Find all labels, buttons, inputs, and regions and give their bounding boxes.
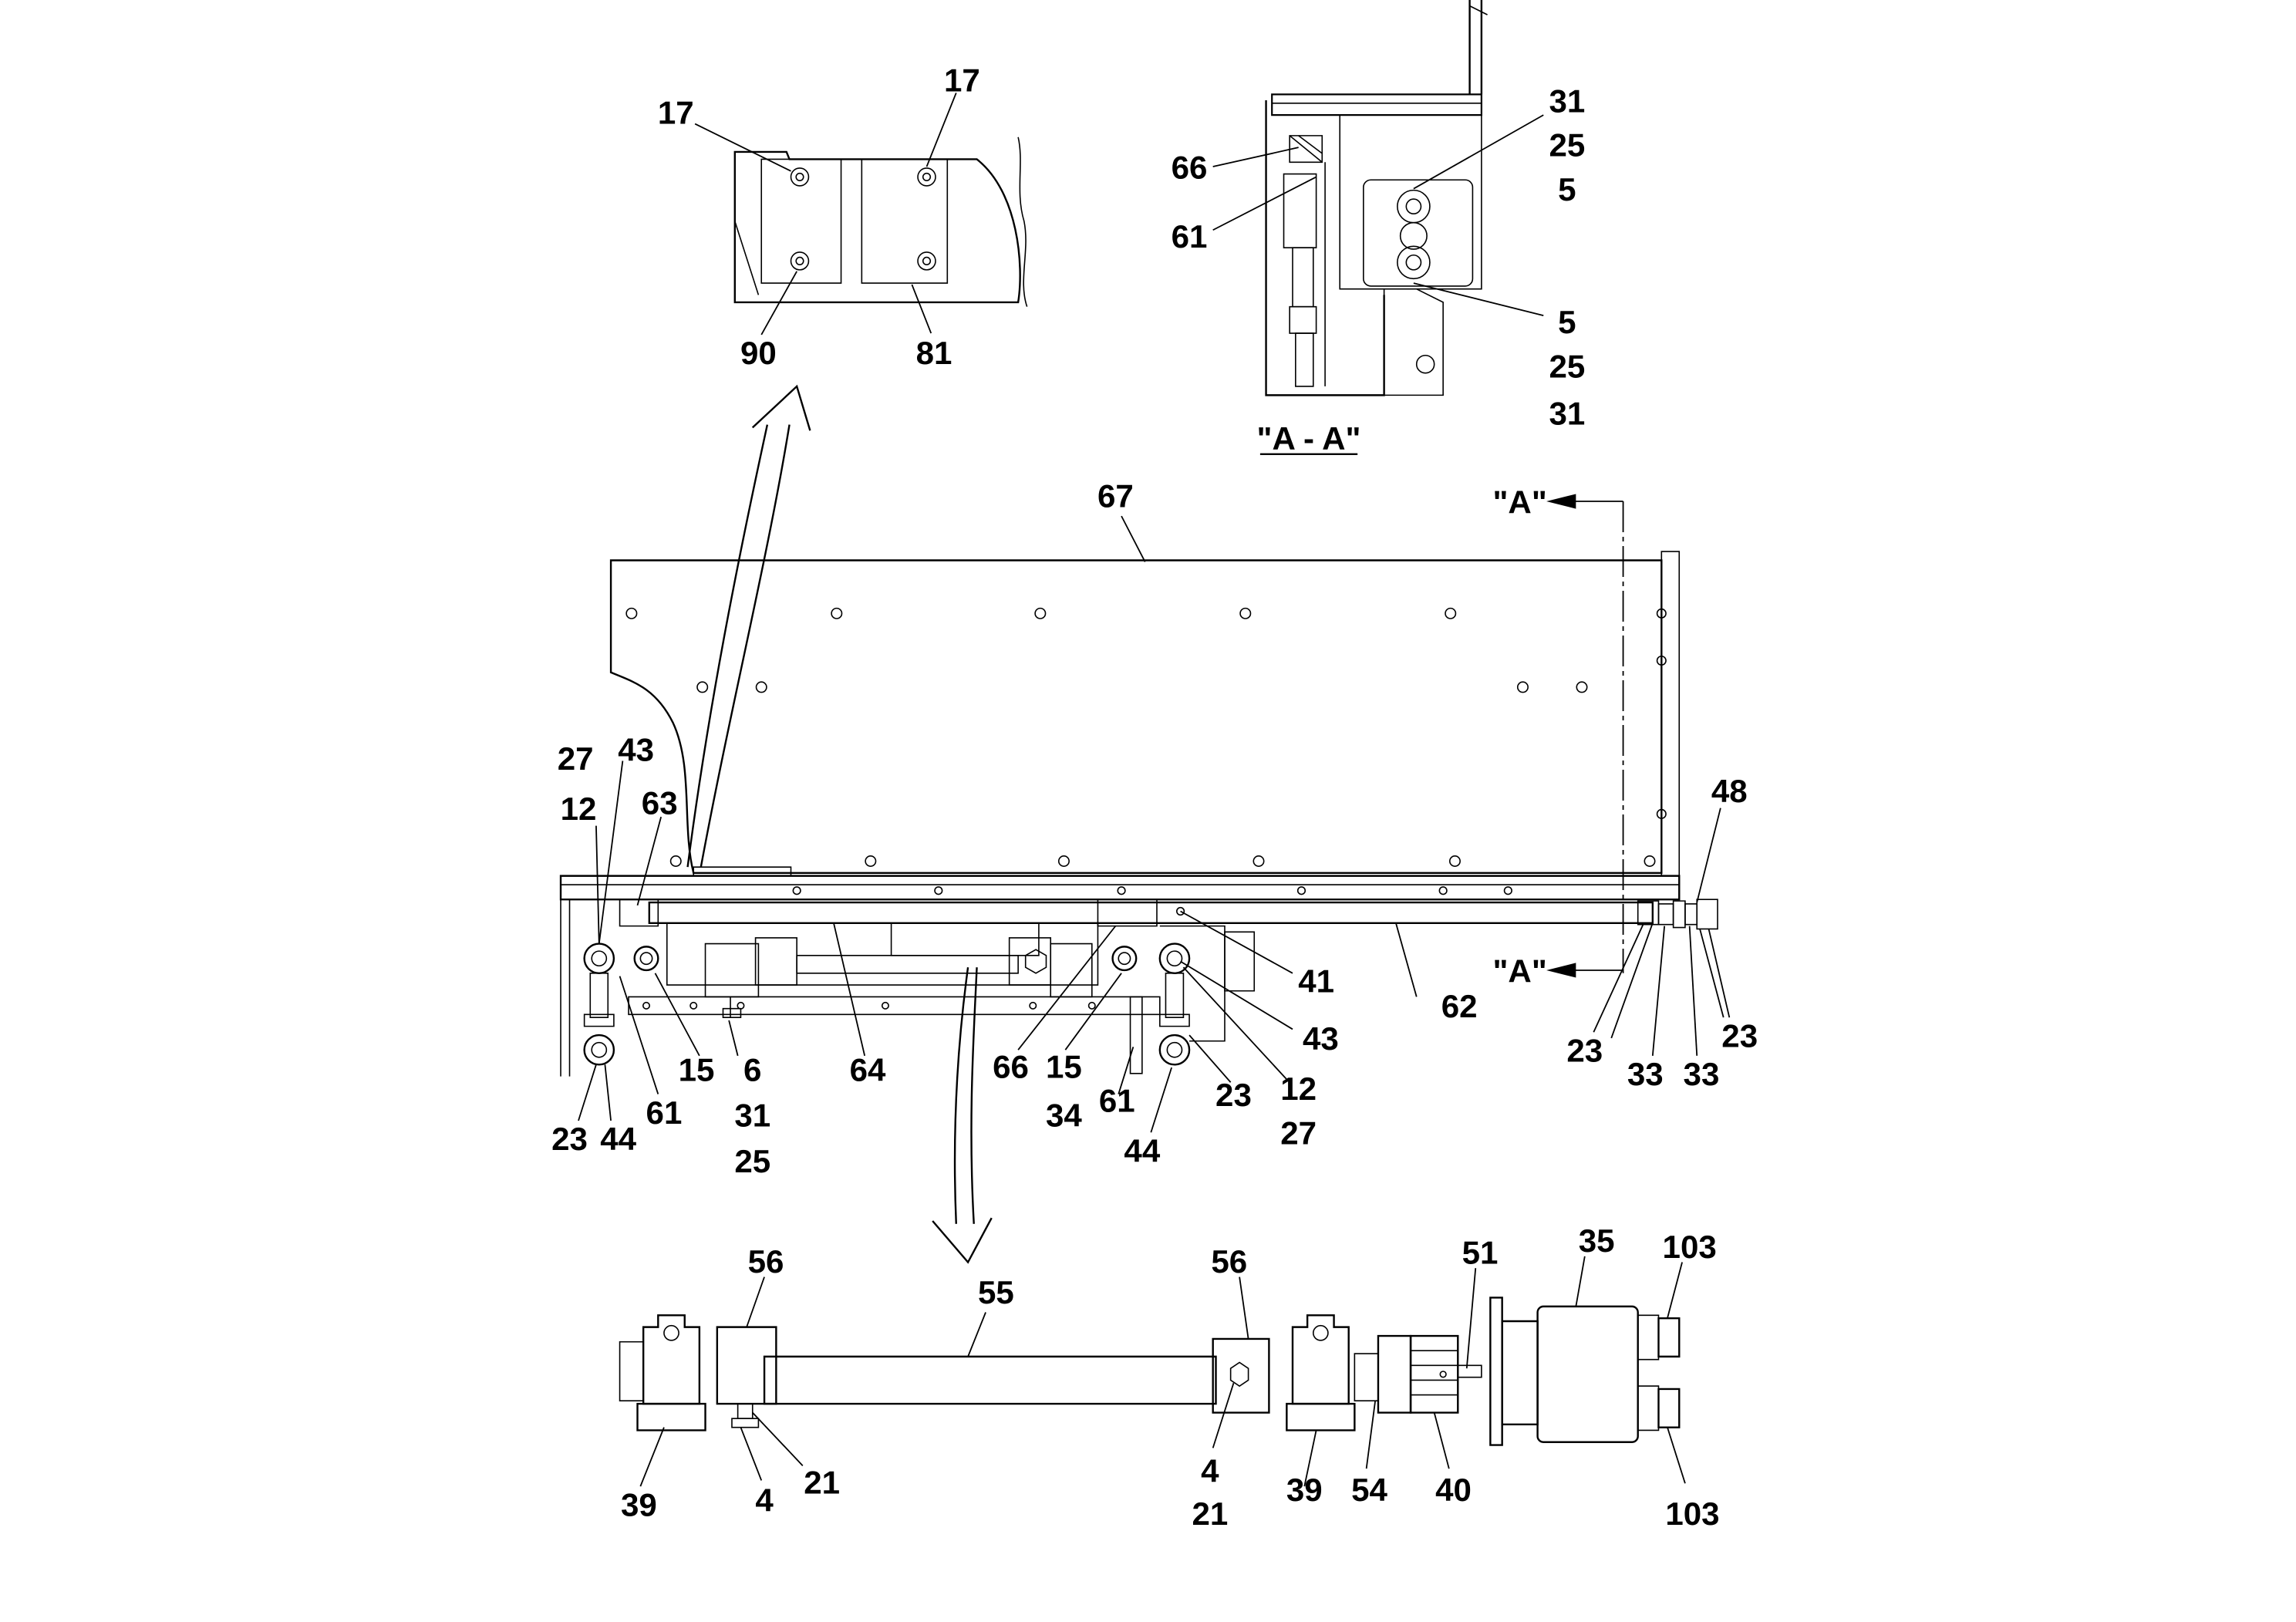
callout-main-assembly-22: 64 — [850, 1051, 886, 1088]
callout-section-view-5: 5 — [1558, 304, 1576, 340]
detail-bracket-view — [695, 93, 1027, 335]
callout-main-assembly-18: 15 — [679, 1051, 715, 1088]
callout-detail-top-0: 17 — [658, 95, 694, 131]
shaft-pointer-arrow-down — [932, 967, 992, 1262]
callout-shaft-assembly-6: 39 — [621, 1486, 657, 1523]
callout-main-assembly-15: 23 — [551, 1121, 588, 1157]
callout-main-assembly-17: 61 — [646, 1094, 683, 1131]
callout-shaft-assembly-4: 35 — [1579, 1222, 1615, 1259]
callout-main-assembly-0: 67 — [1097, 478, 1134, 514]
callout-section-view-3: 25 — [1549, 127, 1585, 164]
callout-main-assembly-6: 41 — [1298, 963, 1334, 1000]
callout-shaft-assembly-2: 56 — [1211, 1243, 1247, 1280]
callout-main-assembly-5: 48 — [1711, 773, 1748, 809]
section-title: "A - A" — [1257, 420, 1361, 457]
callout-shaft-assembly-3: 51 — [1462, 1234, 1499, 1270]
callout-main-assembly-4: 63 — [642, 784, 678, 821]
section-arrow-label-top: "A" — [1492, 484, 1546, 520]
callout-main-assembly-3: 12 — [561, 791, 597, 827]
callout-shaft-assembly-5: 103 — [1663, 1229, 1717, 1265]
callout-main-assembly-23: 66 — [993, 1049, 1029, 1085]
callout-main-assembly-21: 25 — [734, 1143, 770, 1179]
section-view-a-a — [1213, 0, 1544, 454]
callout-shaft-assembly-10: 21 — [1192, 1496, 1228, 1532]
callout-detail-top-2: 90 — [740, 335, 777, 371]
callout-main-assembly-7: 62 — [1441, 988, 1478, 1024]
callout-section-view-2: 31 — [1549, 83, 1585, 119]
callout-main-assembly-24: 15 — [1046, 1049, 1082, 1085]
callout-shaft-assembly-11: 39 — [1286, 1472, 1323, 1508]
callout-detail-top-1: 17 — [944, 62, 980, 99]
callout-section-view-1: 61 — [1172, 218, 1208, 255]
callout-section-view-0: 66 — [1172, 149, 1208, 185]
callout-shaft-assembly-12: 54 — [1351, 1472, 1387, 1508]
callout-main-assembly-13: 33 — [1684, 1056, 1720, 1092]
callout-main-assembly-9: 12 — [1280, 1071, 1317, 1107]
callout-main-assembly-1: 27 — [558, 740, 594, 777]
panel-holes — [626, 609, 1666, 867]
callout-main-assembly-2: 43 — [618, 732, 654, 768]
shaft-assembly — [620, 1256, 1685, 1486]
main-panel-assembly — [561, 494, 1729, 1132]
callout-shaft-assembly-0: 56 — [748, 1243, 784, 1280]
callout-main-assembly-14: 23 — [1721, 1017, 1758, 1054]
callout-main-assembly-19: 6 — [743, 1051, 761, 1088]
callout-main-assembly-8: 43 — [1303, 1020, 1339, 1057]
callout-main-assembly-28: 23 — [1215, 1077, 1252, 1113]
callout-main-assembly-25: 34 — [1046, 1098, 1082, 1134]
callout-detail-top-3: 81 — [916, 335, 952, 371]
callout-shaft-assembly-14: 103 — [1665, 1496, 1719, 1532]
callout-section-view-7: 31 — [1549, 396, 1585, 432]
callout-shaft-assembly-1: 55 — [978, 1274, 1014, 1310]
callout-main-assembly-16: 44 — [600, 1121, 636, 1157]
callout-shaft-assembly-13: 40 — [1435, 1472, 1472, 1508]
callout-shaft-assembly-8: 21 — [804, 1465, 840, 1501]
callout-main-assembly-10: 27 — [1280, 1115, 1317, 1152]
callout-main-assembly-11: 23 — [1566, 1033, 1603, 1069]
section-labels: "A - A" "A" "A" — [1257, 420, 1547, 989]
callout-shaft-assembly-9: 4 — [1201, 1452, 1219, 1489]
callout-main-assembly-20: 31 — [734, 1098, 770, 1134]
callout-main-assembly-26: 61 — [1099, 1083, 1135, 1119]
callout-section-view-6: 25 — [1549, 348, 1585, 384]
callout-main-assembly-27: 44 — [1124, 1133, 1160, 1169]
callout-main-assembly-12: 33 — [1627, 1056, 1664, 1092]
callout-shaft-assembly-7: 4 — [755, 1482, 774, 1519]
section-arrow-label-bottom: "A" — [1492, 953, 1546, 989]
callout-section-view-4: 5 — [1558, 171, 1576, 207]
detail-pointer-arrow-up — [688, 386, 811, 867]
